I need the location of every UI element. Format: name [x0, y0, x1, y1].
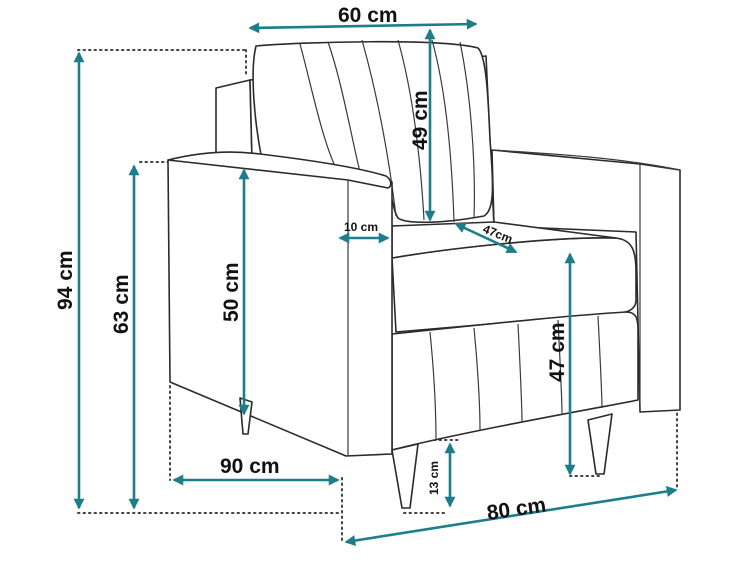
label-cushion-height: 49 cm — [409, 90, 432, 150]
label-backrest-width: 60 cm — [338, 4, 398, 27]
label-armrest-width: 10 cm — [344, 220, 378, 234]
leg-front-left — [391, 443, 419, 509]
label-seat-height: 47 cm — [546, 322, 569, 382]
label-total-width: 80 cm — [485, 493, 547, 525]
left-armrest-top — [167, 151, 392, 189]
label-total-height: 94 cm — [54, 250, 77, 310]
label-depth: 90 cm — [220, 455, 280, 478]
label-armrest-height: 63 cm — [110, 274, 133, 334]
left-armrest-front — [167, 159, 393, 457]
dimension-arrows — [73, 18, 678, 546]
label-leg-height: 13 cm — [427, 461, 441, 495]
front-base — [391, 311, 639, 451]
label-armrest-side-height: 50 cm — [220, 262, 243, 322]
leg-front-right — [587, 413, 613, 475]
leg-back-left — [239, 397, 253, 435]
back-left-armrest — [215, 79, 253, 161]
dimension-labels: 60 cm 49 cm 10 cm 47cm 94 cm 63 cm 50 cm… — [54, 4, 569, 525]
